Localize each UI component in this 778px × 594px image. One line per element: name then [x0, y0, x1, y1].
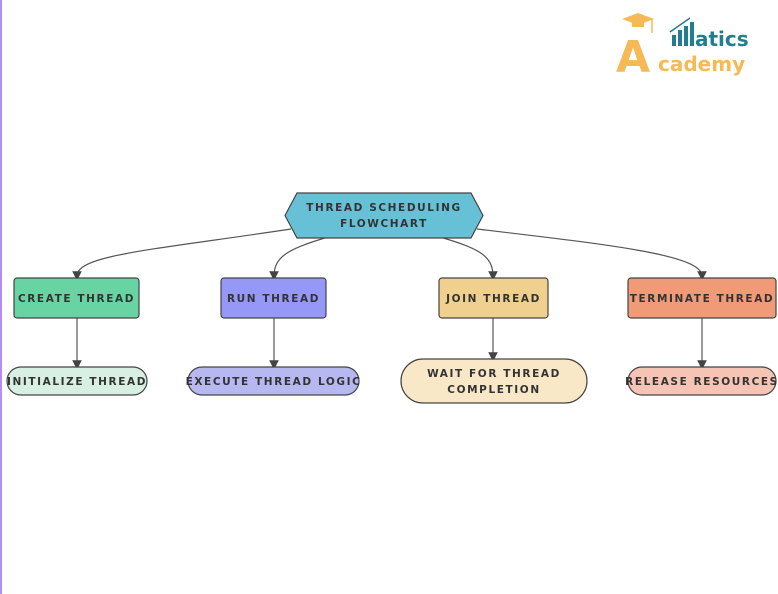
edge-root-run	[269, 236, 329, 281]
svg-text:RELEASE RESOURCES: RELEASE RESOURCES	[625, 376, 778, 388]
svg-text:A: A	[616, 32, 650, 83]
svg-text:COMPLETION: COMPLETION	[447, 384, 540, 396]
node-create-thread[interactable]: CREATE THREAD	[13, 277, 140, 319]
edge-root-terminate	[476, 228, 707, 281]
svg-text:JOIN THREAD: JOIN THREAD	[445, 293, 541, 305]
graduation-cap-icon	[622, 13, 654, 25]
node-run-thread[interactable]: RUN THREAD	[220, 277, 327, 319]
svg-text:FLOWCHART: FLOWCHART	[340, 218, 428, 230]
node-terminate-thread[interactable]: TERMINATE THREAD	[627, 277, 777, 319]
node-wait-for-thread-completion[interactable]: WAIT FOR THREAD COMPLETION	[400, 358, 588, 404]
svg-text:INITIALIZE THREAD: INITIALIZE THREAD	[7, 376, 147, 388]
svg-text:CREATE THREAD: CREATE THREAD	[18, 293, 135, 305]
edge-root-create	[72, 228, 292, 281]
svg-text:atics: atics	[695, 27, 749, 51]
bar-chart-icon	[669, 17, 694, 46]
node-join-thread[interactable]: JOIN THREAD	[438, 277, 549, 319]
svg-text:THREAD SCHEDULING: THREAD SCHEDULING	[306, 202, 461, 214]
node-release-resources[interactable]: RELEASE RESOURCES	[625, 366, 778, 396]
svg-text:RUN THREAD: RUN THREAD	[227, 293, 320, 305]
edges	[72, 228, 707, 370]
matics-academy-logo: A atics cademy	[616, 13, 749, 83]
root-node[interactable]: THREAD SCHEDULING FLOWCHART	[284, 192, 484, 239]
node-execute-thread-logic[interactable]: EXECUTE THREAD LOGIC	[186, 366, 362, 396]
svg-text:EXECUTE THREAD LOGIC: EXECUTE THREAD LOGIC	[186, 376, 362, 388]
svg-text:WAIT FOR THREAD: WAIT FOR THREAD	[427, 368, 561, 380]
svg-text:cademy: cademy	[658, 52, 745, 76]
edge-root-join	[439, 236, 498, 281]
node-initialize-thread[interactable]: INITIALIZE THREAD	[6, 366, 148, 396]
svg-text:TERMINATE THREAD: TERMINATE THREAD	[630, 293, 775, 305]
